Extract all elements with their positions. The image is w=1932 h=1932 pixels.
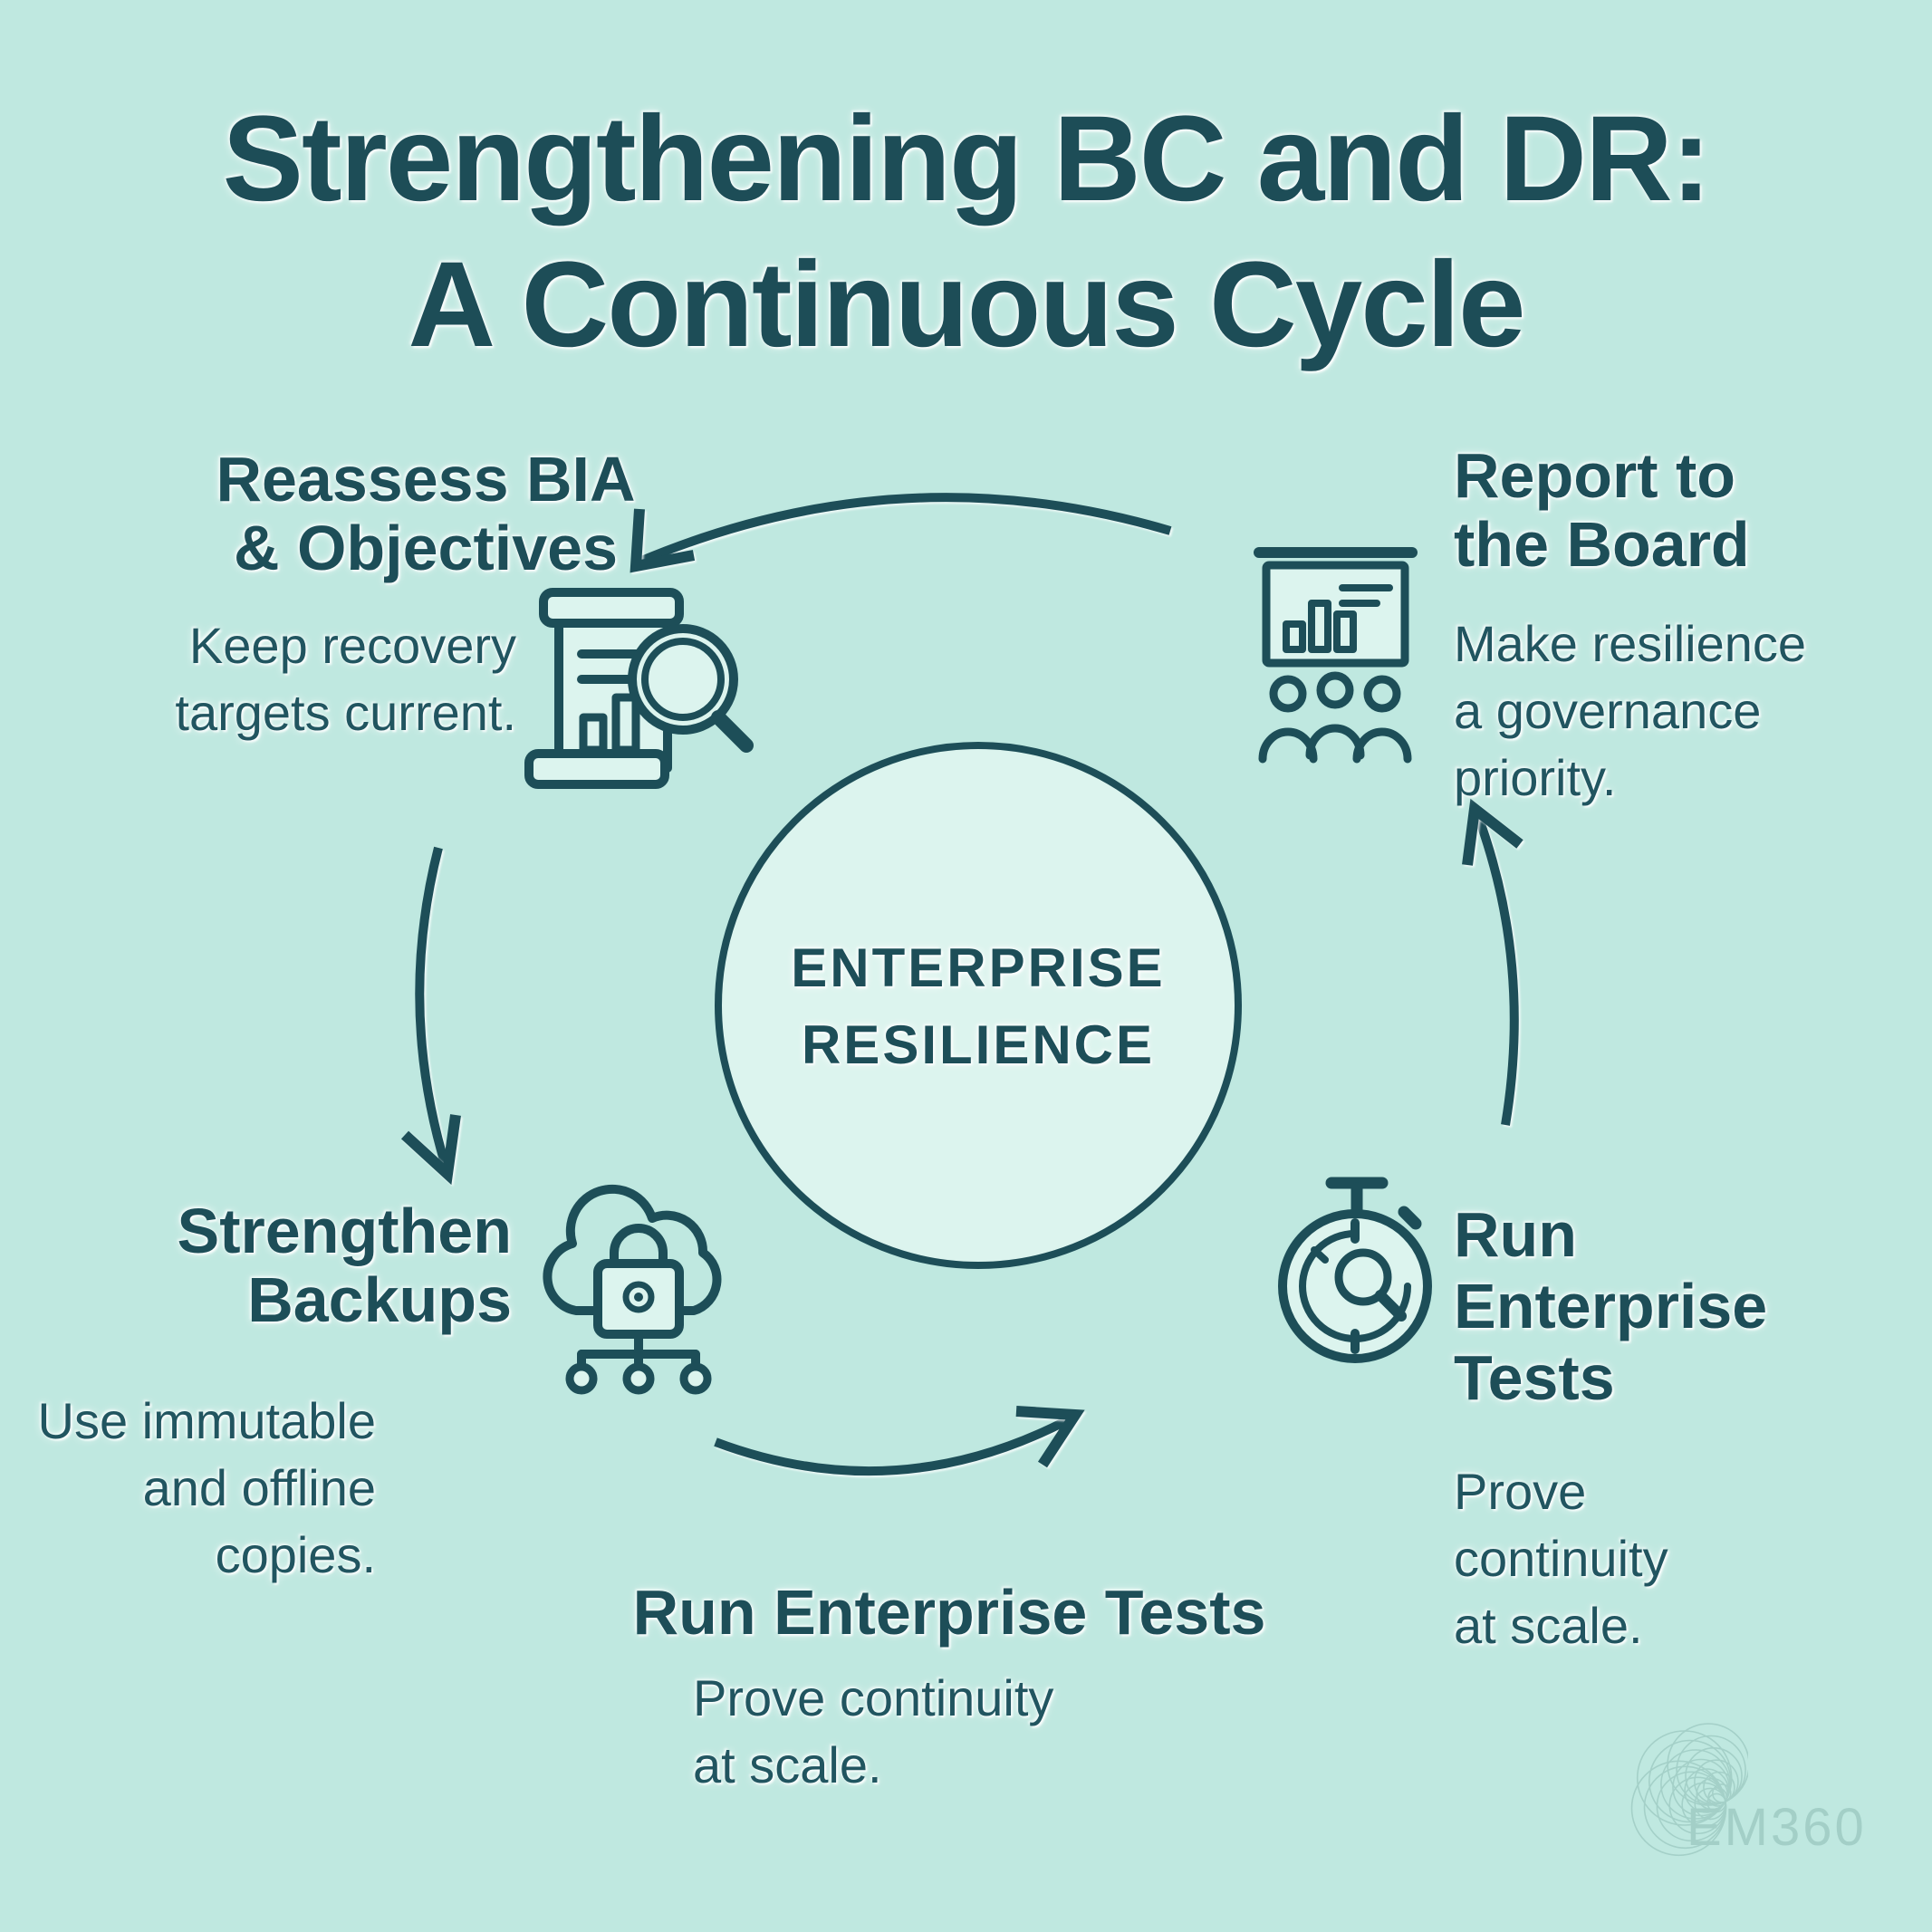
arrow-tests-to-report	[1472, 810, 1519, 1126]
stage-heading: Run Enterprise Tests	[1454, 1199, 1768, 1414]
presentation-audience-icon	[1254, 547, 1418, 764]
em360-logo: EM360	[1576, 1706, 1920, 1906]
stage-heading: Report to the Board	[1454, 440, 1750, 580]
arrow-backups-to-tests	[714, 1412, 1077, 1476]
stage-description: Use immutable and offline copies.	[37, 1392, 376, 1583]
arrow-report-to-reassess	[638, 493, 1172, 566]
stopwatch-magnifier-icon	[1278, 1177, 1432, 1363]
document-magnifier-icon	[524, 588, 754, 789]
arrow-reassess-to-backups-head	[400, 1114, 461, 1186]
em360-logo-text: EM360	[1687, 1798, 1867, 1857]
stage-description: Keep recovery targets current.	[175, 617, 516, 741]
stage-description: Prove continuity at scale.	[1454, 1463, 1668, 1654]
center-circle-label: ENTERPRISE RESILIENCE	[791, 937, 1166, 1076]
arrow-reassess-to-backups	[415, 846, 452, 1174]
stage-heading: Reassess BIA & Objectives	[216, 444, 636, 583]
arrow-backups-to-tests-head	[1015, 1406, 1085, 1468]
bottom-caption-description: Prove continuity at scale.	[693, 1669, 1054, 1793]
center-circle	[715, 742, 1242, 1269]
arrow-tests-to-report-head	[1462, 798, 1523, 866]
bottom-caption-heading: Run Enterprise Tests	[632, 1577, 1266, 1648]
page-title: Strengthening BC and DR: A Continuous Cy…	[222, 91, 1712, 372]
stage-heading: Strengthen Backups	[177, 1196, 512, 1335]
em360-fan-icon	[1630, 1723, 1748, 1857]
stage-description: Make resilience a governance priority.	[1454, 615, 1807, 806]
cloud-lock-network-icon	[543, 1184, 722, 1395]
arrow-report-to-reassess-head	[630, 508, 696, 573]
